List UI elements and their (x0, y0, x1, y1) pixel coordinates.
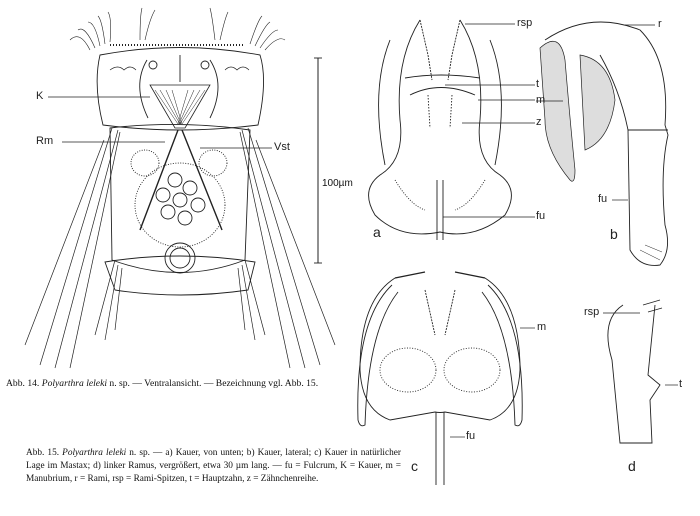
caption-figure-14: Abb. 14. Polyarthra leleki n. sp. — Vent… (6, 378, 346, 389)
label-d-t: t (679, 378, 683, 390)
label-K: K (36, 90, 44, 102)
label-a-t: t (536, 78, 540, 90)
panel-label-b: b (610, 226, 618, 242)
caption-14-species: Polyarthra leleki (41, 378, 107, 389)
corona-cilia (69, 7, 286, 51)
mastax-k (149, 84, 211, 129)
left-paddles (24, 127, 123, 369)
figure-15b-drawing (536, 21, 669, 266)
germarium-nuclei (155, 172, 206, 226)
label-a-fu: fu (536, 210, 546, 222)
label-b-r: r (658, 18, 662, 30)
scale-bar-label: 100µm (322, 178, 353, 189)
panel-label-d: d (628, 458, 636, 474)
label-Rm: Rm (36, 135, 54, 147)
label-c-fu: fu (466, 430, 476, 442)
label-d-rsp: rsp (584, 306, 600, 318)
label-a-z: z (536, 116, 542, 128)
caption-14-text: n. sp. — Ventralansicht. — Bezeichnung v… (107, 378, 319, 389)
head (96, 47, 265, 131)
right-paddles (237, 127, 336, 369)
label-a-m: m (536, 94, 546, 106)
label-b-fu: fu (598, 193, 608, 205)
label-c-m: m (537, 321, 547, 333)
figure-15a-drawing (368, 19, 535, 240)
caption-15-text: n. sp. — a) Kauer, von unten; b) Kauer, … (26, 448, 401, 484)
figure-15d-drawing (603, 299, 678, 444)
label-a-rsp: rsp (517, 17, 533, 29)
caption-15-prefix: Abb. 15. (26, 448, 60, 458)
caption-15-species: Polyarthra leleki (62, 448, 127, 458)
figure-15c-drawing (357, 271, 535, 485)
label-Vst: Vst (274, 141, 290, 153)
trunk (109, 124, 251, 273)
caption-figure-15: Abb. 15. Polyarthra leleki n. sp. — a) K… (26, 447, 401, 485)
panel-label-a: a (373, 224, 381, 240)
caption-14-prefix: Abb. 14. (6, 378, 40, 389)
panel-label-c: c (411, 458, 418, 474)
